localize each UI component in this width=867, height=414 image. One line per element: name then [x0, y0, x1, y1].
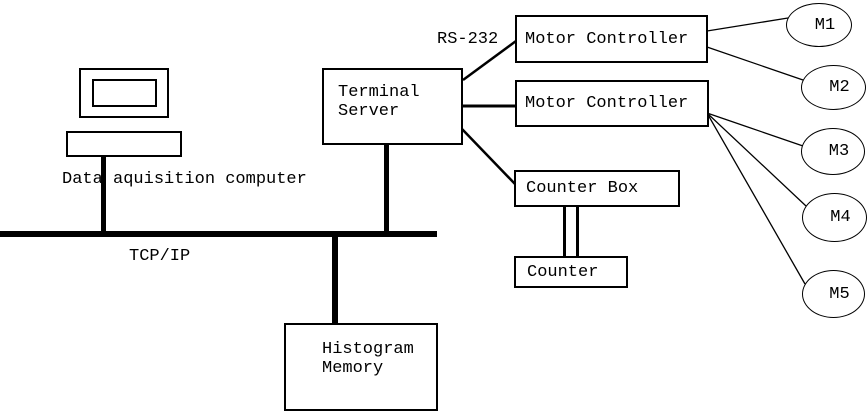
- wire-terminal-server-to-motor-controller-1: [462, 39, 517, 82]
- motor-m2-node: M2: [801, 65, 866, 110]
- wire-terminal-server-to-counter-box: [461, 128, 516, 185]
- computer-caption: Data aquisition computer: [62, 170, 307, 189]
- counter-box-node: Counter Box: [514, 170, 680, 207]
- wire-motor-controller-1-to-m2: [706, 46, 804, 81]
- motor-m5-node: M5: [802, 270, 865, 318]
- counter-link-line-right: [576, 207, 579, 259]
- motor-m2-label: M2: [829, 78, 850, 97]
- motor-controller-2-node: Motor Controller: [515, 80, 709, 127]
- counter-node: Counter: [514, 256, 628, 288]
- wire-motor-controller-1-to-m1: [706, 17, 789, 32]
- wire-motor-controller-2-to-m3: [706, 112, 804, 147]
- motor-m4-node: M4: [802, 193, 867, 242]
- tcp-ip-bus-line: [0, 231, 437, 237]
- motor-m1-node: M1: [786, 3, 852, 47]
- motor-m5-label: M5: [829, 284, 850, 304]
- computer-base-icon: [66, 131, 182, 157]
- wire-motor-controller-2-to-m4: [706, 112, 807, 207]
- terminal-server-bus-drop-line: [384, 145, 389, 231]
- histogram-memory-bus-drop-line: [332, 237, 338, 323]
- computer-bus-drop-line: [101, 156, 106, 231]
- wire-motor-controller-2-to-m5: [706, 112, 806, 285]
- motor-m3-label: M3: [828, 142, 850, 161]
- terminal-server-node: Terminal Server: [322, 68, 463, 145]
- motor-controller-1-node: Motor Controller: [515, 15, 708, 63]
- bus-label: TCP/IP: [129, 247, 191, 266]
- serial-link-label: RS-232: [437, 30, 499, 49]
- motor-m3-node: M3: [801, 128, 865, 175]
- motor-m4-label: M4: [830, 208, 851, 227]
- computer-screen-icon: [92, 79, 157, 107]
- counter-link-line-left: [563, 207, 566, 259]
- histogram-memory-node: Histogram Memory: [284, 323, 438, 411]
- motor-m1-label: M1: [814, 15, 836, 35]
